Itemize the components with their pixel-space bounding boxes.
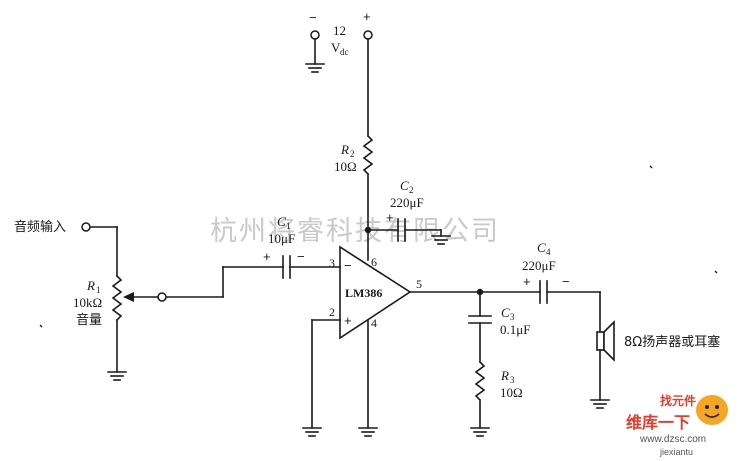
c4-ref: C: [537, 240, 546, 255]
r3-ref: R: [500, 368, 509, 383]
ic-noninv: +: [344, 313, 352, 328]
c3-value: 0.1μF: [500, 322, 530, 337]
pin-4: 4: [371, 316, 377, 330]
supply-neg-terminal: [310, 30, 320, 40]
pin-2: 2: [329, 305, 335, 319]
speaker: 8Ω扬声器或耳塞: [596, 291, 720, 401]
c1-neg: −: [297, 249, 305, 264]
supply-pos-sign: +: [363, 9, 371, 24]
watermark-logo-text: 维库一下: [626, 413, 690, 432]
input-label: 音频输入: [14, 219, 66, 235]
c2-pos: +: [386, 210, 394, 225]
watermark-url2: jiexiantu: [659, 447, 693, 457]
r2-ref: R: [340, 142, 349, 157]
ground-symbol-pin2: [302, 427, 322, 437]
r2-ref-sub: 2: [350, 149, 355, 159]
ground-symbol-supply: [305, 63, 325, 73]
input-terminal: [81, 222, 91, 232]
ic-name: LM386: [345, 286, 382, 300]
watermark-text: 杭州将睿科技有限公司: [210, 216, 500, 247]
supply-voltage: 12: [333, 23, 346, 38]
r3-value: 10Ω: [500, 385, 523, 400]
r3-ref-sub: 3: [510, 375, 515, 385]
c2-ref-sub: 2: [409, 185, 414, 195]
c2-value: 220μF: [390, 195, 424, 210]
potentiometer-r1: R 1 10kΩ 音量: [73, 274, 123, 373]
capacitor-c2: + C 2 220μF: [367, 178, 451, 245]
supply-terminals: − + 12 V dc: [305, 9, 373, 137]
ground-symbol-pin4: [358, 427, 378, 437]
c3-ref-sub: 3: [510, 312, 515, 322]
r1-name: 音量: [76, 312, 102, 328]
speaker-label: 8Ω扬声器或耳塞: [624, 334, 720, 350]
c1-value: 10μF: [268, 231, 295, 246]
r1-ref: R: [86, 278, 95, 293]
ground-symbol-r3: [470, 427, 490, 437]
ground-symbol-r1: [107, 371, 127, 381]
capacitor-c1: + − C 1 10μF: [222, 214, 341, 279]
c4-value: 220μF: [522, 258, 556, 273]
c4-ref-sub: 4: [546, 247, 551, 257]
wiper-terminal: [157, 292, 167, 302]
c2-ref: C: [400, 178, 409, 193]
supply-neg-sign: −: [309, 10, 317, 25]
capacitor-c4: + − C 4 220μF: [479, 240, 601, 304]
watermark-url: www.dzsc.com: [639, 434, 706, 445]
resistor-r3: R 3 10Ω: [474, 360, 523, 429]
ic-inv: −: [344, 258, 352, 273]
pin-3: 3: [329, 256, 335, 270]
watermark-logo: 找元件 维库一下 www.dzsc.com jiexiantu: [626, 393, 728, 457]
capacitor-c3: C 3 0.1μF: [468, 291, 530, 363]
r2-value: 10Ω: [334, 159, 357, 174]
r1-ref-sub: 1: [96, 285, 101, 295]
ground-symbol-speaker: [590, 399, 610, 409]
supply-unit-sub: dc: [340, 47, 349, 57]
c3-ref: C: [501, 305, 510, 320]
resistor-r2: R 2 10Ω: [334, 134, 374, 231]
wiper-arrow: [123, 292, 134, 302]
watermark-logo-top: 找元件: [660, 393, 696, 408]
c4-pos: +: [523, 274, 531, 289]
supply-pos-terminal: [363, 30, 373, 40]
c1-pos: +: [263, 249, 271, 264]
lm386-amplifier: LM386 − + 3 2 6 4 5: [329, 245, 422, 340]
c1-ref-sub: 1: [286, 221, 291, 231]
r1-value: 10kΩ: [73, 295, 102, 310]
pin-5: 5: [416, 277, 422, 291]
pin-6: 6: [371, 255, 377, 269]
supply-unit: V: [331, 40, 341, 55]
c4-neg: −: [562, 274, 570, 289]
c1-ref: C: [277, 214, 286, 229]
audio-input: 音频输入: [14, 219, 118, 277]
